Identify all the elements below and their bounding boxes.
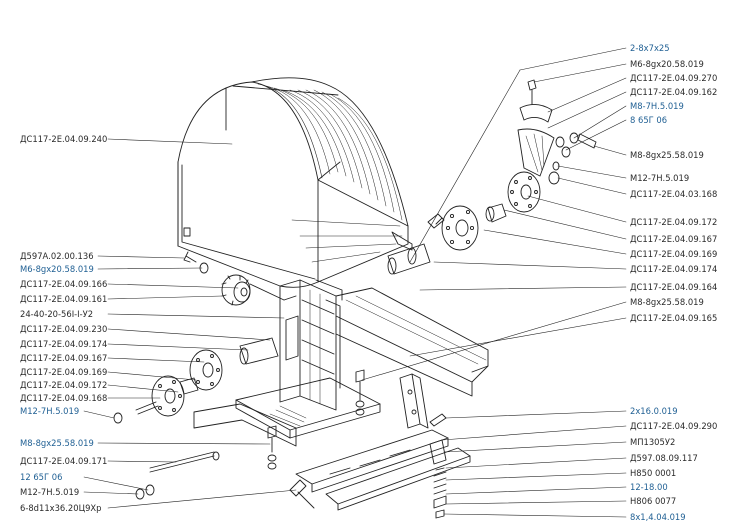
label-r15: М8-8gх25.58.019 [630, 297, 704, 307]
label-l03[interactable]: М6-8gх20.58.019 [20, 264, 94, 274]
label-l04: ДС117-2Е.04.09.166 [20, 279, 108, 289]
label-r19: МП1305У2 [630, 437, 676, 447]
central-frame [183, 251, 343, 411]
label-l02: Д597А.02.00.136 [20, 251, 94, 261]
label-r16: ДС117-2Е.04.09.165 [630, 313, 718, 323]
label-l12: ДС117-2Е.04.09.168 [20, 393, 108, 403]
label-r13: ДС117-2Е.04.09.174 [630, 264, 718, 274]
label-r18: ДС117-2Е.04.09.290 [630, 421, 718, 431]
label-l14[interactable]: М8-8gх25.58.019 [20, 438, 94, 448]
label-l17: М12-7Н.5.019 [20, 487, 80, 497]
label-l15: ДС117-2Е.04.09.171 [20, 456, 108, 466]
label-r12: ДС117-2Е.04.09.169 [630, 249, 718, 259]
label-r23: Н806 0077 [630, 496, 677, 506]
label-r11: ДС117-2Е.04.09.167 [630, 234, 718, 244]
label-l01: ДС117-2Е.04.09.240 [20, 134, 108, 144]
label-r20: Д597.08.09.117 [630, 453, 698, 463]
label-r07: М8-8gх25.58.019 [630, 150, 704, 160]
label-r08: М12-7Н.5.019 [630, 173, 690, 183]
label-l07: ДС117-2Е.04.09.230 [20, 324, 108, 334]
leader-lines-left [83, 138, 297, 509]
leader-lines-right [361, 47, 627, 518]
label-l06: 24-40-20-56I-I-У2 [20, 309, 94, 319]
label-r04: ДС117-2Е.04.09.162 [630, 87, 718, 97]
label-r17[interactable]: 2х16.0.019 [630, 406, 678, 416]
label-l11: ДС117-2Е.04.09.172 [20, 380, 108, 390]
label-r24[interactable]: 8х1,4.04.019 [630, 512, 686, 522]
label-l09: ДС117-2Е.04.09.167 [20, 353, 108, 363]
right-hub-assembly [387, 69, 597, 275]
label-l08: ДС117-2Е.04.09.174 [20, 339, 108, 349]
label-l18: 6-8d11х36.20Ц9Хр [20, 503, 102, 513]
label-r05[interactable]: М8-7Н.5.019 [630, 101, 684, 111]
label-r01[interactable]: 2-8х7х25 [630, 43, 670, 53]
base-frame [135, 369, 471, 519]
label-r03: ДС117-2Е.04.09.270 [630, 73, 718, 83]
label-l16[interactable]: 12 65Г 06 [20, 472, 63, 482]
label-r22[interactable]: 12-18.00 [630, 482, 668, 492]
label-l05: ДС117-2Е.04.09.161 [20, 294, 108, 304]
label-l13[interactable]: М12-7Н.5.019 [20, 406, 80, 416]
hood-cover [177, 77, 413, 288]
label-r10: ДС117-2Е.04.09.172 [630, 217, 718, 227]
label-r09: ДС117-2Е.04.03.168 [630, 189, 718, 199]
label-l10: ДС117-2Е.04.09.169 [20, 367, 108, 377]
label-r14: ДС117-2Е.04.09.164 [630, 282, 718, 292]
left-hub-assembly [113, 337, 279, 424]
sloped-chute [335, 287, 489, 397]
label-r21: Н850 0001 [630, 468, 677, 478]
label-r06[interactable]: 8 65Г 06 [630, 115, 668, 125]
label-r02: М6-8gх20.58.019 [630, 59, 704, 69]
